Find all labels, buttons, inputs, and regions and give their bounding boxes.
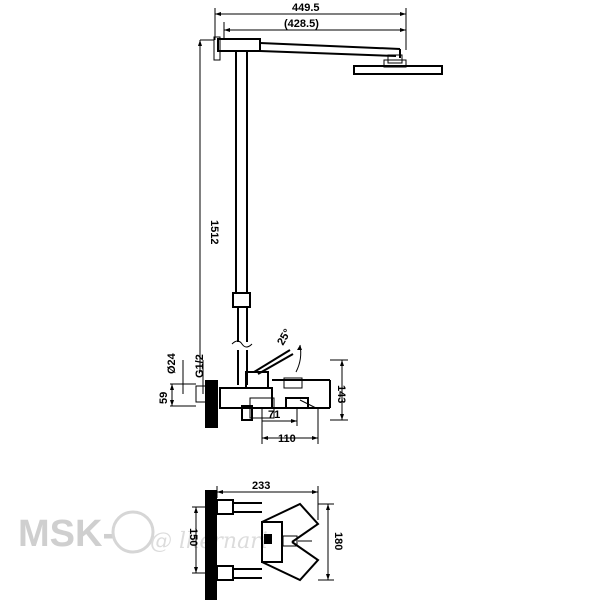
dim-arm-width: (428.5) [284,18,319,30]
dim-thread: G1/2 [194,354,206,378]
left-dimensions [170,360,204,407]
dim-mixer-height: 143 [335,385,347,403]
top-dimension-lines [214,8,407,50]
dim-plan-width: 233 [252,480,270,492]
height-dimension [198,39,214,372]
dim-height: 1512 [208,220,220,244]
dim-spout-71: 71 [268,409,280,421]
plan-view [205,490,320,600]
dim-angle: 25° [275,327,294,347]
dim-plan-centers: 150 [187,528,199,546]
shower-arm [213,36,403,64]
mixer-elevation [195,349,331,428]
watermark-brand: MSK- [18,513,115,555]
dim-plan-depth: 180 [332,532,344,550]
watermark: MSK- @ lkernari [18,510,268,555]
shower-head [353,59,443,75]
dim-offset: 59 [158,392,170,404]
plan-dimensions [192,486,334,581]
riser-pipe [231,51,253,385]
mixer-height-dimension [330,359,348,421]
dim-total-width: 449.5 [292,2,320,14]
angle-indicator [295,344,302,373]
spout-dimensions [261,408,319,444]
dim-spout-110: 110 [278,433,296,445]
dim-pipe-diameter: Ø24 [166,352,178,374]
watermark-at-circle [111,510,155,554]
